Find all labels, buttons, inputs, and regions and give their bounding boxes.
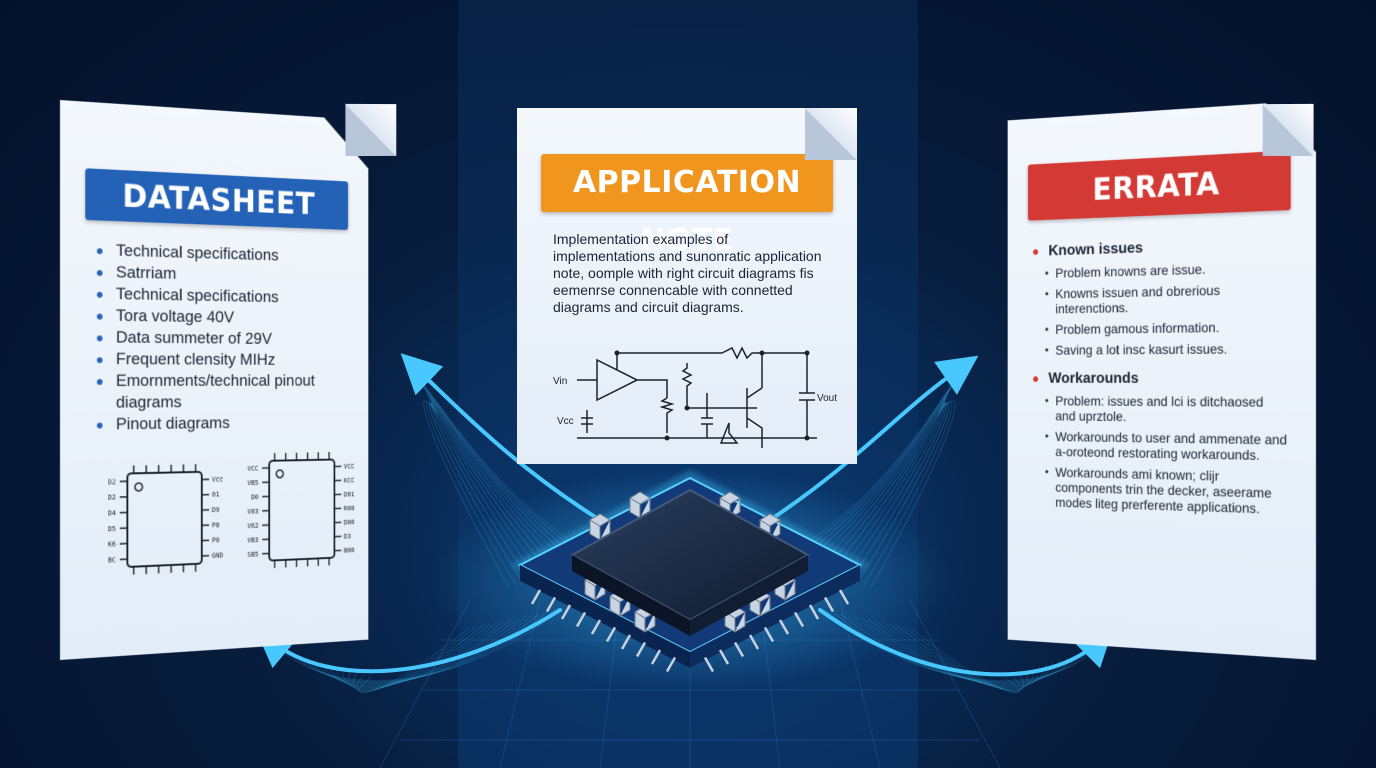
errata-title: ERRATA xyxy=(1028,150,1291,220)
pin-label: R00 xyxy=(344,505,355,513)
pin-label: D2 xyxy=(108,494,116,502)
pin-label: K6 xyxy=(108,541,116,549)
pin-label: D0 xyxy=(251,493,259,501)
list-item: Pinout diagrams xyxy=(95,412,357,436)
vout-label: Vout xyxy=(817,393,837,404)
pin-label: VCC xyxy=(344,463,355,471)
list-item: Workarounds to user and ammenate and a-o… xyxy=(1043,429,1289,464)
list-item: Knowns issuen and obrerious interenction… xyxy=(1043,281,1289,317)
list-item: Data summeter of 29V xyxy=(95,326,357,350)
list-item: Problem: issues and lci is ditchaosed an… xyxy=(1043,393,1289,426)
workarounds-heading: Workarounds xyxy=(1031,370,1138,387)
pin-label: BC xyxy=(108,556,116,564)
floor-glow xyxy=(430,470,950,690)
application-note-title: APPLICATION NOTE xyxy=(541,154,833,212)
list-item: Workarounds ami known; clijr components … xyxy=(1043,464,1289,517)
pin-label: Vcc xyxy=(212,476,223,484)
pin-label: D3 xyxy=(344,533,351,541)
known-issues-heading: Known issues xyxy=(1031,240,1143,261)
pin-label: VB5 xyxy=(247,479,258,487)
pin-label: VCC xyxy=(247,465,258,473)
datasheet-card: DATASHEET Technical specifications Satrr… xyxy=(60,100,368,660)
pin-label: D01 xyxy=(344,491,355,499)
errata-card: ERRATA Known issues Problem knowns are i… xyxy=(1008,100,1316,660)
datasheet-list: Technical specifications Satrriam Techni… xyxy=(95,239,357,435)
pin-label: P0 xyxy=(212,537,220,545)
list-item: Problem gamous information. xyxy=(1043,318,1289,337)
pin-label: 01 xyxy=(212,491,220,499)
pin-label: V62 xyxy=(247,522,258,530)
known-issues-list: Problem knowns are issue. Knowns issuen … xyxy=(1043,259,1289,363)
pin-label: D00 xyxy=(344,519,355,527)
pin-label: SB5 xyxy=(247,551,258,559)
workarounds-list: Problem: issues and lci is ditchaosed an… xyxy=(1043,393,1289,523)
application-note-fold xyxy=(805,108,857,160)
vin-label: Vin xyxy=(553,376,567,387)
pin-label: D5 xyxy=(108,525,116,533)
circuit-diagram: Vin Vcc Vout xyxy=(547,338,847,458)
pin-label: VB3 xyxy=(247,536,258,544)
pin-label: P8 xyxy=(212,521,220,529)
list-item: Saving a lot insc kasurt issues. xyxy=(1043,340,1289,357)
pin-label: D2 xyxy=(108,478,116,486)
application-note-text: Implementation examples of implementatio… xyxy=(553,231,822,315)
datasheet-fold xyxy=(345,103,397,157)
vcc-label: Vcc xyxy=(557,416,574,427)
pin-label: GND xyxy=(212,552,223,560)
list-item: Frequent clensity MIHz xyxy=(95,348,357,370)
list-item: Problem knowns are issue. xyxy=(1043,259,1289,281)
pin-label: V03 xyxy=(247,508,258,516)
datasheet-title: DATASHEET xyxy=(85,168,348,230)
pin-label: D9 xyxy=(212,506,220,514)
pin-label: D4 xyxy=(108,509,116,517)
errata-fold xyxy=(1262,103,1314,157)
pin-label: KCC xyxy=(344,477,355,485)
list-item: Emornments/technical pinout diagrams xyxy=(95,370,357,414)
pin-label: B00 xyxy=(344,546,355,554)
application-note-card: APPLICATION NOTE Implementation examples… xyxy=(517,108,857,464)
